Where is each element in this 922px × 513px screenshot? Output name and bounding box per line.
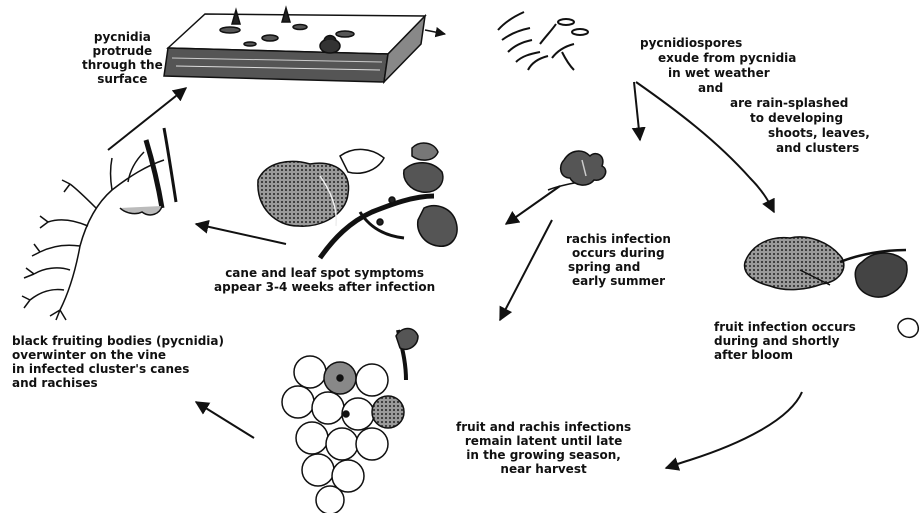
arrow-leaves-to-rachis xyxy=(196,224,286,244)
label-line: appear 3-4 weeks after infection xyxy=(214,280,435,294)
label-line: in wet weather xyxy=(640,66,870,81)
label-line: early summer xyxy=(566,274,671,288)
label-line: cane and leaf spot symptoms xyxy=(214,266,435,280)
label-line: to developing xyxy=(640,111,870,126)
label-line: spring and xyxy=(566,260,671,274)
grape-cluster-illustration xyxy=(282,329,418,513)
label-line: and clusters xyxy=(640,141,870,156)
infected-cane-section-illustration xyxy=(164,8,445,82)
label-line: are rain-splashed xyxy=(640,96,870,111)
label-line: overwinter on the vine xyxy=(12,348,224,362)
pycnidiospores-illustration xyxy=(498,12,588,70)
arrow-shoot-to-leaves xyxy=(506,186,560,224)
label-line: in the growing season, xyxy=(456,448,631,462)
label-latent-infections: fruit and rachis infections remain laten… xyxy=(456,420,631,476)
label-fruit-infection: fruit infection occurs during and shortl… xyxy=(714,320,856,362)
label-line: and xyxy=(640,81,870,96)
label-line: exude from pycnidia xyxy=(640,51,870,66)
label-line: occurs during xyxy=(566,246,671,260)
infected-rachis-illustration xyxy=(22,128,176,320)
label-line: black fruiting bodies (pycnidia) xyxy=(12,334,224,348)
label-line: pycnidia xyxy=(82,30,163,44)
label-line: in infected cluster's canes xyxy=(12,362,224,376)
label-pycnidiospores: pycnidiospores exude from pycnidia in we… xyxy=(640,36,870,156)
label-pycnidia-protrude: pycnidia protrude through the surface xyxy=(82,30,163,86)
label-line: shoots, leaves, xyxy=(640,126,870,141)
label-line: through the xyxy=(82,58,163,72)
label-line: during and shortly xyxy=(714,334,856,348)
label-line: protrude xyxy=(82,44,163,58)
arrow-to-cluster xyxy=(500,220,552,320)
label-cane-leaf-symptoms: cane and leaf spot symptoms appear 3-4 w… xyxy=(214,266,435,294)
arrow-to-harvest xyxy=(666,392,802,468)
label-line: surface xyxy=(82,72,163,86)
label-line: after bloom xyxy=(714,348,856,362)
label-line: rachis infection xyxy=(566,232,671,246)
label-line: pycnidiospores xyxy=(640,36,870,51)
label-line: fruit infection occurs xyxy=(714,320,856,334)
label-line: near harvest xyxy=(456,462,631,476)
label-line: remain latent until late xyxy=(456,434,631,448)
label-fungus-overwinters: black fruiting bodies (pycnidia) overwin… xyxy=(12,334,224,390)
label-line: fruit and rachis infections xyxy=(456,420,631,434)
young-shoot-illustration xyxy=(548,151,606,190)
label-rachis-infection: rachis infection occurs during spring an… xyxy=(566,232,671,288)
arrow-cluster-to-overwinter xyxy=(196,402,254,438)
label-line: and rachises xyxy=(12,376,224,390)
infected-shoot-with-leaves-illustration xyxy=(258,143,457,258)
